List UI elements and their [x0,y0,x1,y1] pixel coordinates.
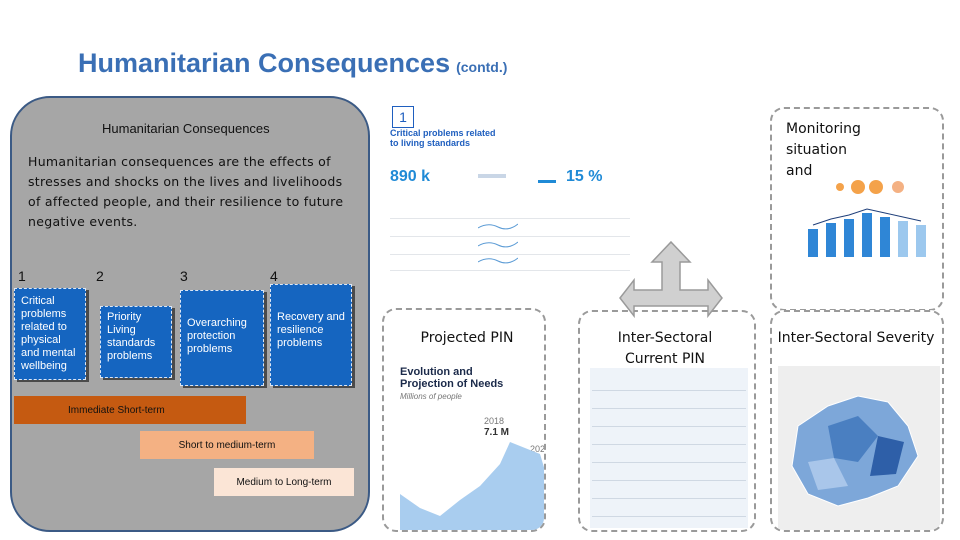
living-standards-card: 1 Critical problems related to living st… [388,104,644,274]
projected-chart-title: Evolution and Projection of Needs [400,366,504,390]
category-number-3: 3 [180,268,188,284]
stat-people: 890 k [390,168,431,185]
severity-card: Inter-Sectoral Severity [770,310,944,532]
projected-area-chart [400,442,544,530]
monitoring-chart [808,180,926,257]
projected-pin-label: Projected PIN [420,330,514,346]
category-box-3: Overarching protection problems [180,290,264,386]
projected-year-1: 2018 [484,416,505,426]
panel-description: Humanitarian consequences are the effect… [28,154,344,229]
monitoring-card: Monitoring situation and [770,107,944,311]
current-pin-label: Inter-Sectoral Current PIN [617,330,713,367]
severity-map [778,366,940,530]
projected-pin-card: Projected PIN Evolution and Projection o… [382,308,546,532]
slide-title: Humanitarian Consequences (contd.) [78,48,507,79]
projected-value-1: 7.1 M [484,427,510,438]
sparkline-group [478,223,518,264]
timeframe-immediate: Immediate Short-term [14,396,246,424]
stat-percent: 15 % [566,168,603,185]
monitoring-label: Monitoring situation and [786,121,861,179]
timeframe-short-medium: Short to medium-term [140,431,314,459]
current-pin-table [590,368,748,528]
current-pin-card: Inter-Sectoral Current PIN [578,310,756,532]
category-box-4: Recovery and resilience problems [270,284,352,386]
living-card-title: Critical problems related to living stan… [390,128,496,148]
category-box-1: Critical problems related to physical an… [14,288,86,380]
card-badge: 1 [392,106,414,128]
projected-year-2: 2021 [530,444,546,454]
timeframe-medium-long: Medium to Long-term [214,468,354,496]
category-number-2: 2 [96,268,104,284]
category-box-2: Priority Living standards problems [100,306,172,378]
panel-heading: Humanitarian Consequences [102,121,270,136]
severity-label: Inter-Sectoral Severity [777,330,935,346]
title-subtitle: (contd.) [456,59,508,75]
double-arrow-icon [619,240,723,319]
title-text: Humanitarian Consequences [78,48,451,78]
category-number-4: 4 [270,268,278,284]
mini-bar [538,180,556,183]
category-number-1: 1 [18,268,26,284]
mini-bar [478,174,506,178]
projected-chart-subtitle: Millions of people [400,392,462,401]
